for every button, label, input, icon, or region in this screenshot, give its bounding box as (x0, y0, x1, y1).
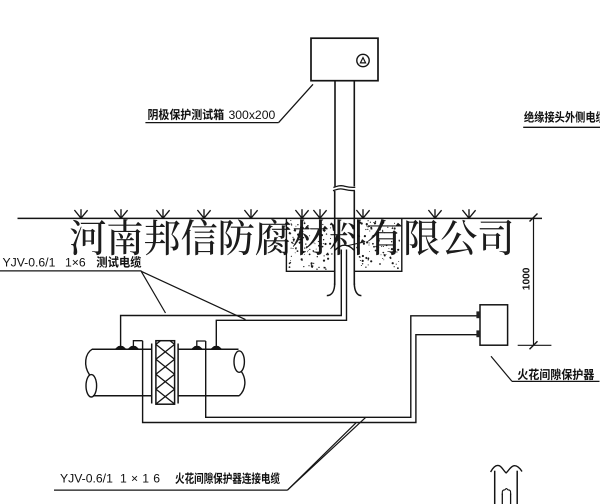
svg-text:300x200: 300x200 (229, 108, 276, 122)
svg-text:YJV-0.6/1: YJV-0.6/1 (60, 472, 113, 486)
svg-text:1000: 1000 (521, 267, 532, 290)
svg-text:1×16: 1×16 (120, 472, 164, 486)
svg-text:YJV-0.6/1: YJV-0.6/1 (3, 255, 56, 269)
svg-text:1×6: 1×6 (65, 255, 86, 269)
